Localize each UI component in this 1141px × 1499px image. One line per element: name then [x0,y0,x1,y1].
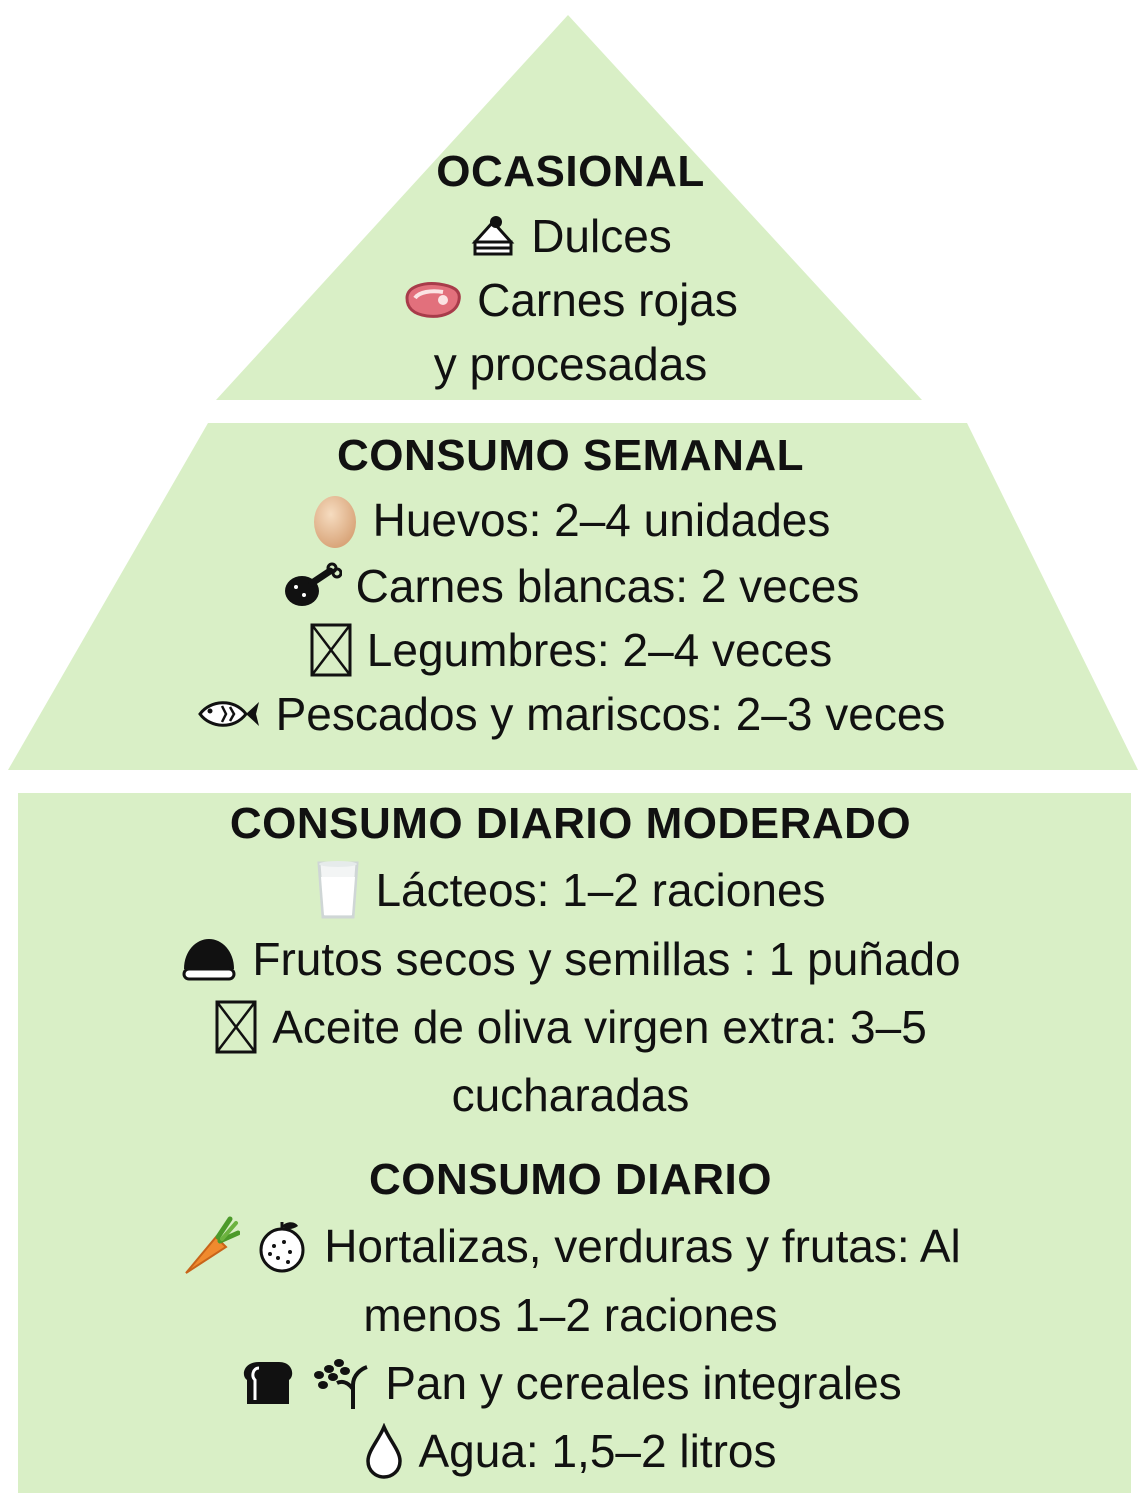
bread-icon [239,1358,295,1408]
item-frutos-secos: Frutos secos y semillas : 1 puñado [0,925,1141,993]
grain-icon [309,1355,371,1411]
item-text: Lácteos: 1–2 raciones [375,864,826,916]
tier-consumo-semanal: CONSUMO SEMANAL Huevos: 2–4 unidades [0,424,1141,746]
item-huevos: Huevos: 2–4 unidades [0,488,1141,554]
item-pescados: Pescados y mariscos: 2–3 veces [0,682,1141,746]
missing-glyph-icon [214,999,258,1055]
item-legumbres: Legumbres: 2–4 veces [0,618,1141,682]
steak-icon [403,278,463,322]
tier-middle-shape [8,423,1138,770]
item-text: Frutos secos y semillas : 1 puñado [252,932,961,985]
item-hortalizas: Hortalizas, verduras y frutas: Al [0,1212,1141,1281]
item-text: Agua: 1,5–2 litros [418,1424,777,1477]
carrot-icon [180,1215,241,1277]
orange-icon [254,1218,310,1274]
fish-icon [196,696,262,732]
item-extra-line: menos 1–2 raciones [363,1288,778,1341]
tier-title: CONSUMO DIARIO MODERADO [229,799,912,848]
item-text: Pan y cereales integrales [385,1356,902,1409]
item-extra-line: cucharadas [451,1068,690,1121]
item-extra-line: y procesadas [433,338,708,390]
tier-bottom-shape [18,793,1131,1493]
chestnut-icon [180,935,238,983]
water-drop-icon [364,1422,404,1479]
item-text: Hortalizas, verduras y frutas: Al [324,1220,961,1272]
tier-ocasional: OCASIONAL Dulces Carnes rojas y procesad… [0,140,1141,396]
tier-title: OCASIONAL [436,147,705,196]
tier-title: CONSUMO SEMANAL [336,431,805,480]
cake-slice-icon [469,212,517,260]
item-text: Carnes blancas: 2 veces [355,559,860,612]
item-lacteos: Lácteos: 1–2 raciones [0,856,1141,925]
item-text: Legumbres: 2–4 veces [366,623,833,676]
chicken-leg-icon [282,561,342,611]
item-pan: Pan y cereales integrales [0,1349,1141,1417]
item-agua: Agua: 1,5–2 litros [0,1417,1141,1485]
item-carnes-blancas: Carnes blancas: 2 veces [0,554,1141,618]
tier-consumo-diario: CONSUMO DIARIO Hortalizas, verduras y fr… [0,1148,1141,1485]
item-text: Dulces [531,210,672,262]
item-text: Carnes rojas [477,274,738,326]
missing-glyph-icon [309,622,353,678]
item-text: Aceite de oliva virgen extra: 3–5 [272,1000,927,1053]
egg-icon [311,490,359,550]
item-text: Huevos: 2–4 unidades [372,494,831,546]
tier-consumo-diario-moderado: CONSUMO DIARIO MODERADO Lácteos: 1–2 rac… [0,792,1141,1129]
tier-top-shape [216,15,922,400]
milk-glass-icon [315,859,361,921]
tier-title: CONSUMO DIARIO [369,1155,772,1204]
item-text: Pescados y mariscos: 2–3 veces [275,687,946,740]
item-carnes-rojas: Carnes rojas [0,268,1141,332]
item-dulces: Dulces [0,204,1141,268]
item-aceite: Aceite de oliva virgen extra: 3–5 [0,993,1141,1061]
